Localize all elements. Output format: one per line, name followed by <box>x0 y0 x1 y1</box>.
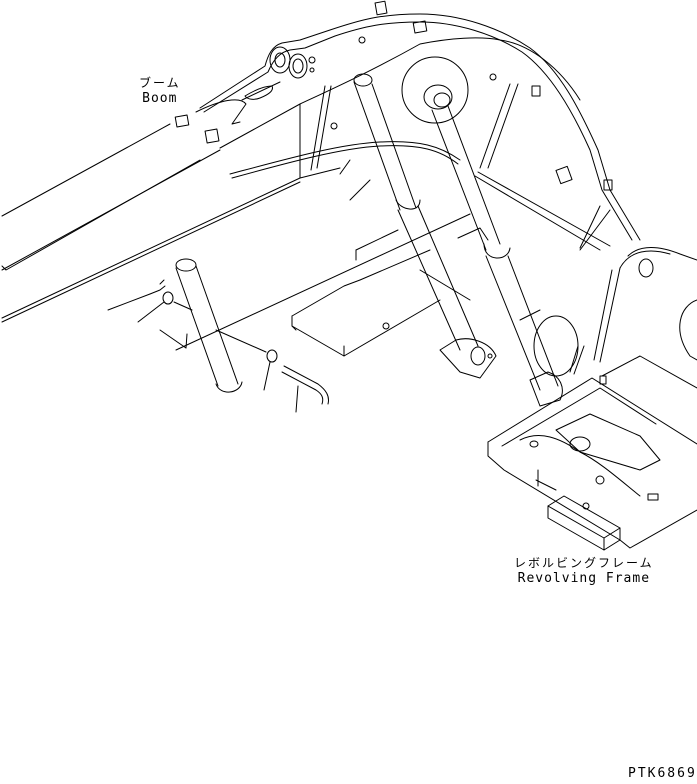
hardware <box>107 279 329 413</box>
revolving-frame <box>487 247 697 551</box>
boom-label-jp: ブーム <box>139 76 181 90</box>
boom-label: ブーム Boom <box>139 76 181 106</box>
boom <box>1 0 641 323</box>
drawing-code: PTK6869 <box>628 766 697 781</box>
boom-cylinders <box>353 56 563 407</box>
revolving-frame-label: レボルビングフレーム Revolving Frame <box>514 556 654 586</box>
revolving-frame-label-jp: レボルビングフレーム <box>514 556 654 570</box>
frame-blocks <box>175 213 579 377</box>
leader-lines <box>339 159 371 201</box>
boom-label-en: Boom <box>142 91 178 106</box>
boom-foot-pin <box>175 258 243 393</box>
revolving-frame-label-en: Revolving Frame <box>517 571 651 586</box>
